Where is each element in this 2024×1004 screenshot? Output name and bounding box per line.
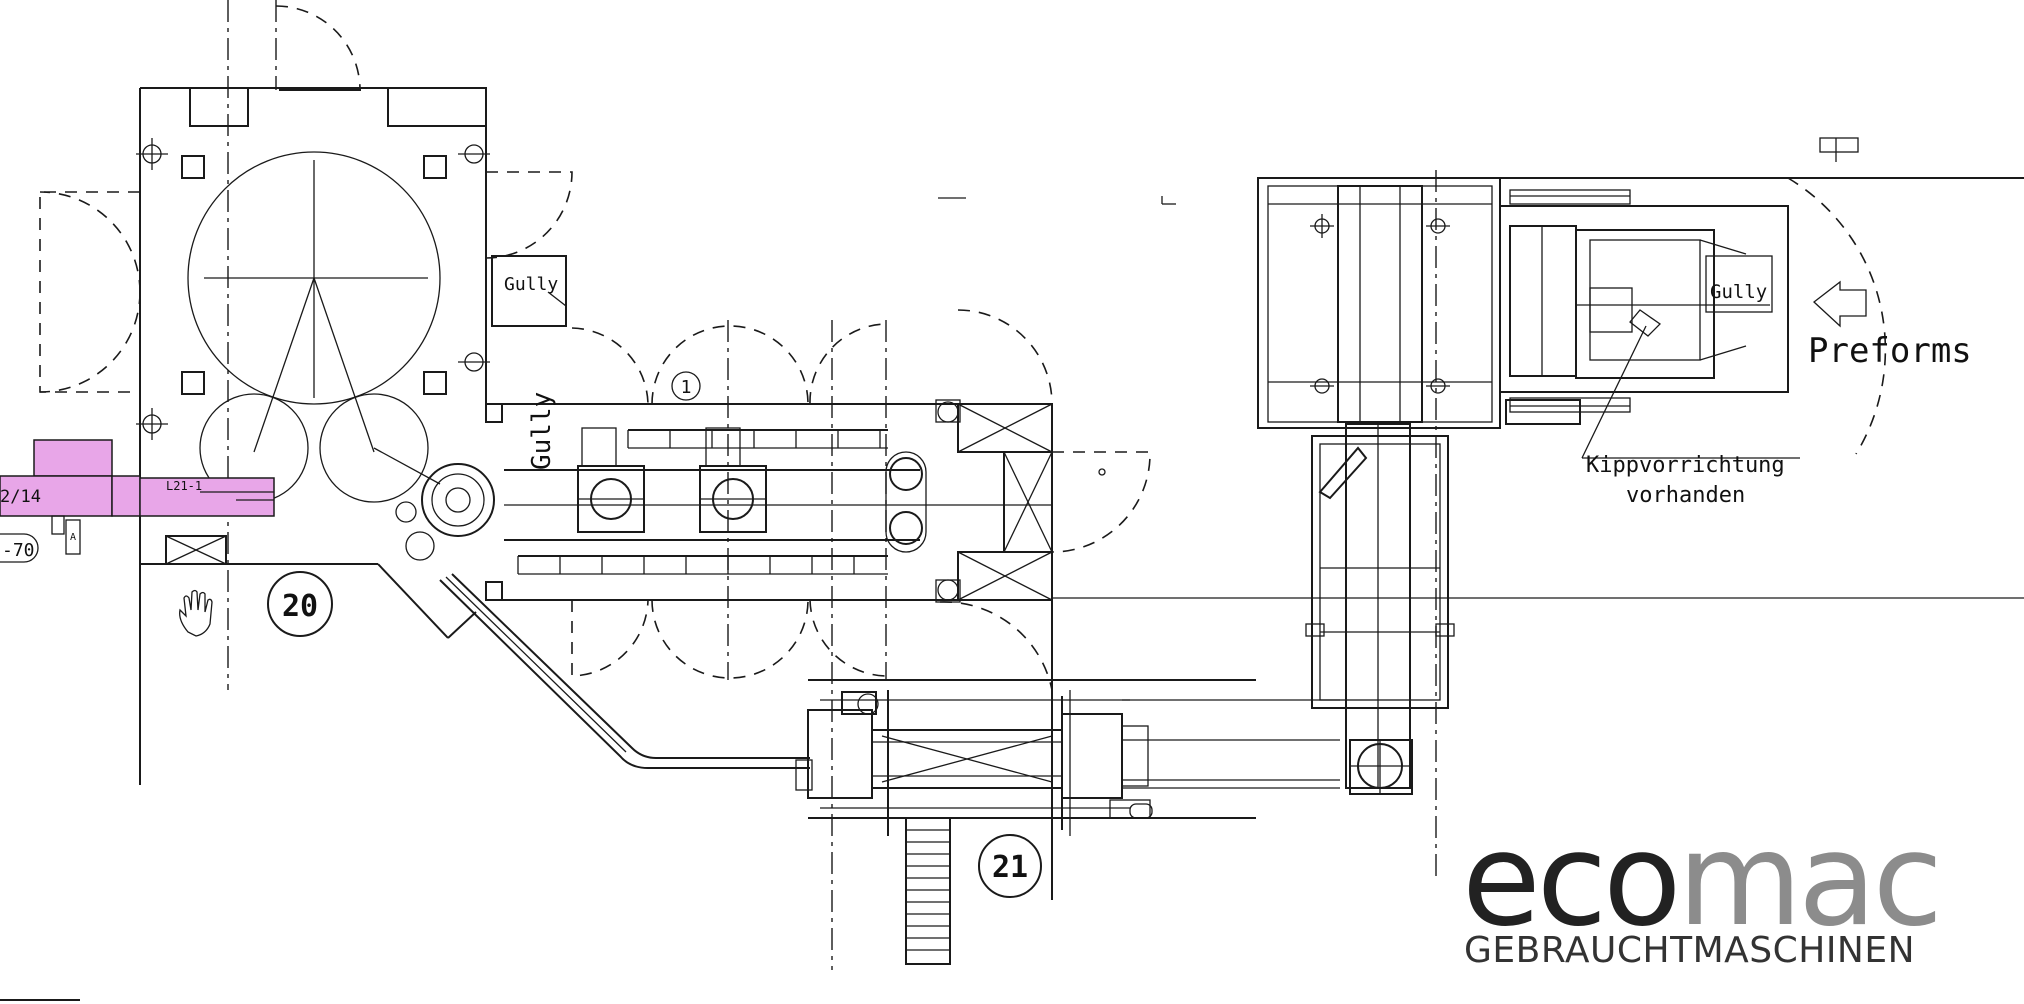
kipp-label-line1: Kippvorrichtung — [1586, 453, 1785, 478]
small-a-label: A — [70, 532, 76, 543]
gully-label-3: Gully — [1710, 281, 1767, 303]
logo-wordmark: ecomac — [1462, 816, 1943, 946]
right-machine-block — [1257, 137, 1887, 459]
station-20-label: 20 — [282, 589, 318, 624]
marker-1: 1 — [671, 371, 701, 401]
hand-icon — [179, 589, 213, 637]
gully-label-1: Gully — [504, 274, 558, 295]
machine-21 — [795, 679, 1340, 965]
machine-20-frame — [39, 5, 573, 785]
edge-label-1: 2/14 — [0, 487, 41, 507]
station-21-label: 21 — [992, 850, 1028, 885]
tag-l21: L21-1 — [166, 479, 202, 493]
gully-label-2: Gully — [527, 392, 557, 470]
conveyor-body — [395, 309, 1151, 900]
station-21-marker: 21 — [978, 834, 1042, 898]
logo-mac: mac — [1677, 806, 1942, 955]
logo-subtitle: GEBRAUCHTMASCHINEN — [1464, 930, 1916, 971]
highlight-conveyor: L21-1 2/14 A — [0, 439, 275, 555]
logo-eco: eco — [1462, 806, 1681, 955]
station-20-marker: 20 — [267, 571, 333, 637]
gully-box-3: Gully — [1705, 255, 1773, 313]
edge-label-2-tag: -70 — [0, 533, 39, 563]
ecomac-logo: ecomac GEBRAUCHTMASCHINEN — [1462, 816, 1982, 986]
marker-1-label: 1 — [681, 377, 692, 398]
reference-lines — [227, 0, 2024, 970]
kipp-label-line2: vorhanden — [1626, 483, 1745, 508]
gully-box-1: Gully — [491, 255, 567, 327]
slide-chute — [439, 573, 810, 769]
preforms-label: Preforms — [1808, 331, 1972, 371]
vertical-conveyor — [1305, 423, 1455, 795]
edge-label-2: -70 — [2, 540, 35, 561]
